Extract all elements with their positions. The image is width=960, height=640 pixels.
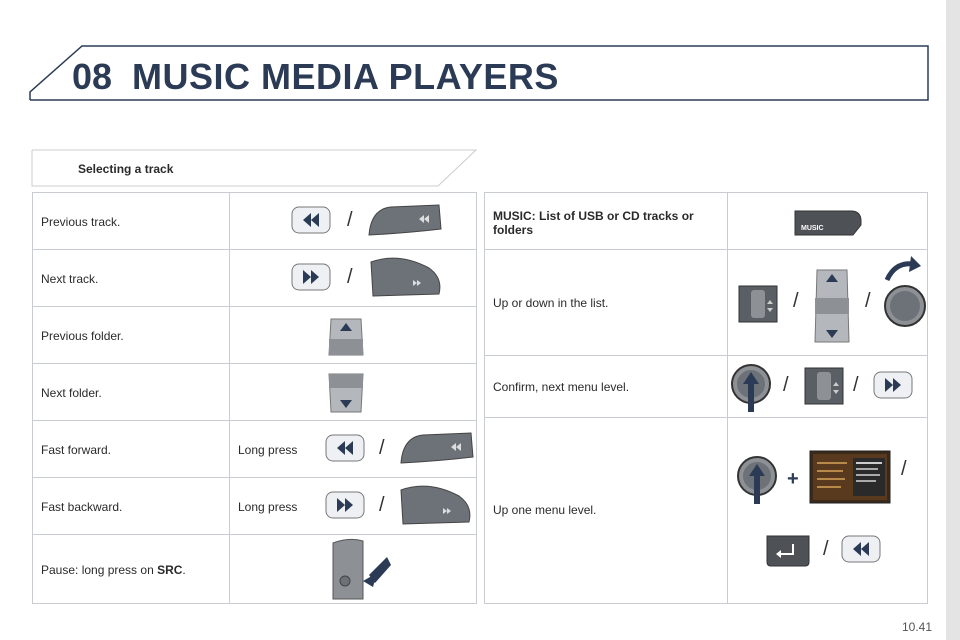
row-action-text: MUSIC: List of USB or CD tracks or folde…	[493, 209, 694, 237]
folder-down-button-icon	[328, 373, 364, 413]
table-row: Up one menu level. + / /	[485, 418, 927, 603]
up-down-button-icon	[814, 269, 850, 343]
row-action-text: Fast forward.	[41, 443, 112, 457]
row-action-text: Up or down in the list.	[493, 296, 609, 310]
back-button-icon	[766, 535, 810, 567]
table-row: MUSIC: List of USB or CD tracks or folde…	[485, 193, 927, 250]
rewind-button-icon	[841, 535, 881, 563]
section-title: Selecting a track	[78, 162, 174, 176]
row-action-text: Previous folder.	[41, 329, 124, 343]
table-row: Fast forward. Long press /	[33, 421, 476, 478]
separator-slash: /	[793, 290, 799, 312]
page-side-bar	[946, 0, 960, 640]
row-action-text: Confirm, next menu level.	[493, 380, 630, 394]
right-controls-table: MUSIC: List of USB or CD tracks or folde…	[484, 192, 928, 604]
row-modifier-text: Long press	[238, 443, 298, 457]
row-action-text: Previous track.	[41, 215, 121, 229]
separator-slash: /	[379, 494, 385, 516]
rotary-knob-press-icon	[731, 364, 771, 412]
row-modifier-text: Long press	[238, 500, 298, 514]
steering-rewind-control-icon	[368, 204, 442, 236]
music-button-icon	[794, 210, 862, 236]
rotary-knob-press-icon	[737, 456, 777, 504]
rewind-button-icon	[325, 434, 365, 462]
table-row: Next folder.	[33, 364, 476, 421]
row-action-text: Up one menu level.	[493, 503, 597, 517]
fast-forward-button-icon	[873, 371, 913, 399]
separator-slash: /	[823, 538, 829, 560]
table-row: Previous folder.	[33, 307, 476, 364]
thumbwheel-icon	[804, 367, 844, 405]
row-action-text: Fast backward.	[41, 500, 123, 514]
row-action-text: Pause: long press on SRC.	[41, 563, 186, 577]
row-action-text: Next folder.	[41, 386, 102, 400]
rotary-knob-turn-icon	[884, 256, 926, 327]
table-row: Previous track. /	[33, 193, 476, 250]
page-number: 10.41	[901, 620, 932, 634]
fast-forward-button-icon	[291, 263, 331, 291]
separator-slash: /	[347, 209, 353, 231]
chapter-title: MUSIC MEDIA PLAYERS	[132, 56, 559, 97]
table-row: Next track. /	[33, 250, 476, 307]
steering-rewind-control-icon	[400, 432, 474, 464]
table-row: Up or down in the list. / /	[485, 250, 927, 356]
music-button-label: MUSIC	[801, 225, 824, 232]
rewind-button-icon	[291, 206, 331, 234]
column-divider	[229, 193, 230, 603]
steering-forward-control-icon	[400, 485, 471, 525]
fast-forward-button-icon	[325, 491, 365, 519]
table-row: Pause: long press on SRC.	[33, 535, 476, 603]
chapter-number: 08	[72, 56, 113, 97]
left-controls-table: Previous track. / Next track. / Previous…	[32, 192, 477, 604]
table-row: Confirm, next menu level. / /	[485, 356, 927, 418]
row-action-text: Next track.	[41, 272, 99, 286]
menu-screen-icon	[809, 450, 891, 504]
plus-sign: +	[787, 468, 799, 490]
separator-slash: /	[783, 374, 789, 396]
separator-slash: /	[865, 290, 871, 312]
column-divider	[727, 193, 728, 603]
header-frame	[29, 45, 929, 101]
separator-slash: /	[901, 458, 907, 480]
separator-slash: /	[379, 437, 385, 459]
folder-up-button-icon	[328, 318, 364, 356]
thumbwheel-icon	[738, 285, 778, 323]
steering-src-control-icon	[332, 538, 391, 600]
steering-forward-control-icon	[370, 257, 441, 297]
separator-slash: /	[853, 374, 859, 396]
separator-slash: /	[347, 266, 353, 288]
table-row: Fast backward. Long press /	[33, 478, 476, 535]
section-heading-frame	[31, 149, 478, 187]
